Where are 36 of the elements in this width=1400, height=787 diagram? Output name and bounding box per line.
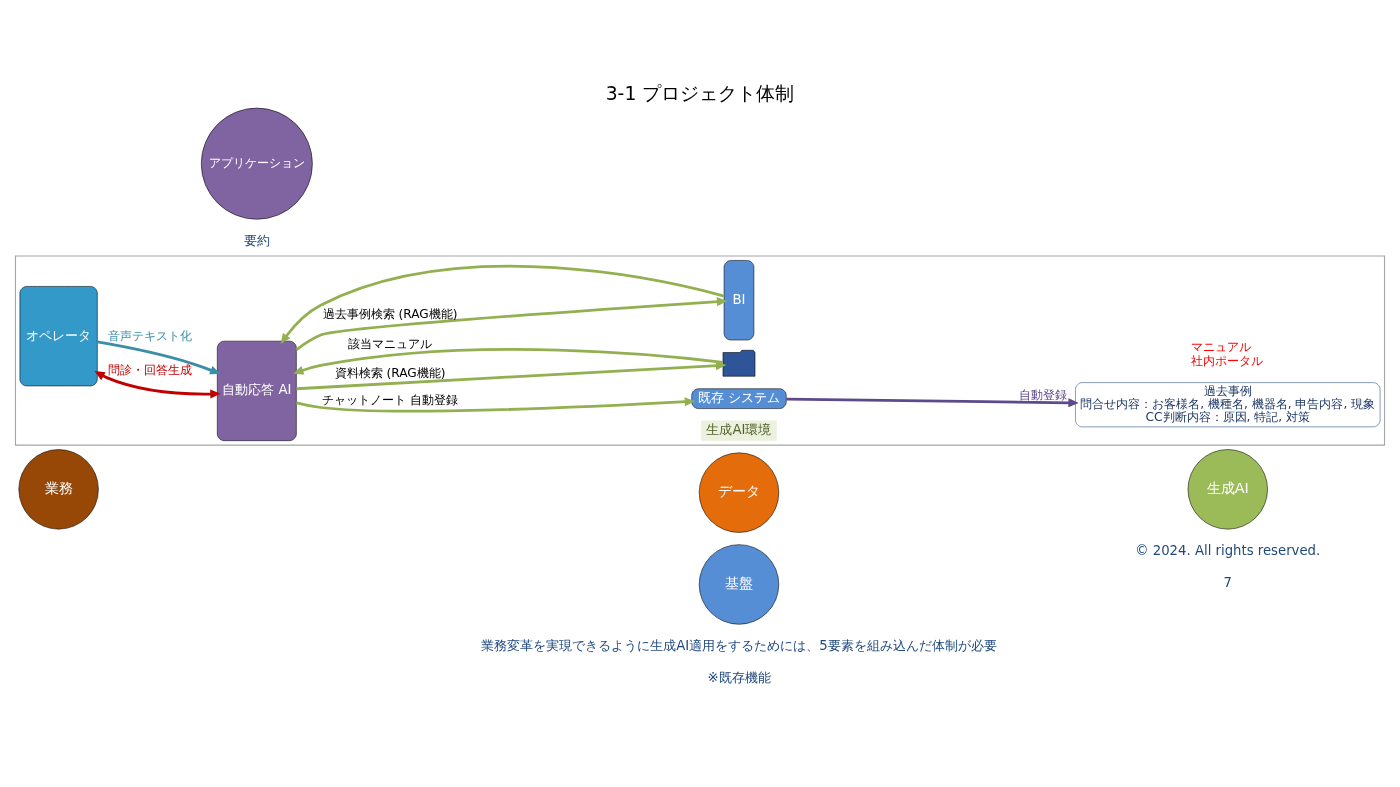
node-circle: 業務 xyxy=(18,449,99,530)
edge-label: 過去事例検索 (RAG機能) xyxy=(322,306,458,321)
arrow xyxy=(296,397,696,413)
edge-label: 資料検索 (RAG機能) xyxy=(334,365,446,380)
node-circle: アプリケーション xyxy=(200,107,313,220)
node-box: 生成AI環境 xyxy=(701,420,777,441)
node-label: マニュアル xyxy=(1191,340,1251,355)
cluster xyxy=(14,255,1386,446)
node-circle: 基盤 xyxy=(698,544,780,625)
node-circle: データ xyxy=(698,452,780,533)
arrow xyxy=(786,397,1079,408)
arrow xyxy=(296,361,727,391)
edge-label: チャットノート 自動登録 xyxy=(322,392,459,407)
arrow xyxy=(280,264,725,344)
node-circle: 生成AI xyxy=(1187,449,1268,530)
edge-label: 音声テキスト化 xyxy=(107,329,192,344)
label: 業務変革を実現できるように生成AI適用をするためには、5要素を組み込んだ体制が必要 xyxy=(481,637,997,653)
label: © 2024. All rights reserved. xyxy=(1135,542,1321,558)
node-box: オペレータ xyxy=(19,286,98,387)
edge-label: 該当マニュアル xyxy=(348,336,433,351)
arrow xyxy=(97,340,221,375)
node-label: 社内ポータル xyxy=(1191,353,1263,368)
arrow xyxy=(295,297,728,351)
node-box: 自動応答 AI xyxy=(217,340,297,441)
node-folder xyxy=(722,350,756,377)
node-box: 既存 システム xyxy=(691,388,787,409)
edge-label: 自動登録 xyxy=(1018,387,1067,402)
label: ※既存機能 xyxy=(707,669,771,685)
node-box: 過去事例 問合せ内容：お客様名, 機種名, 機器名, 申告内容, 現象 CC判断内容：原因, 特記, 対策 xyxy=(1075,382,1381,428)
edge-label: 問診・回答生成 xyxy=(107,363,192,378)
label: 要約 xyxy=(243,233,270,249)
node-box: BI xyxy=(723,260,755,341)
label: 7 xyxy=(1223,574,1232,590)
diagram-title: 3-1 プロジェクト体制 xyxy=(605,83,795,105)
arrow xyxy=(94,371,221,399)
arrow xyxy=(293,348,724,375)
